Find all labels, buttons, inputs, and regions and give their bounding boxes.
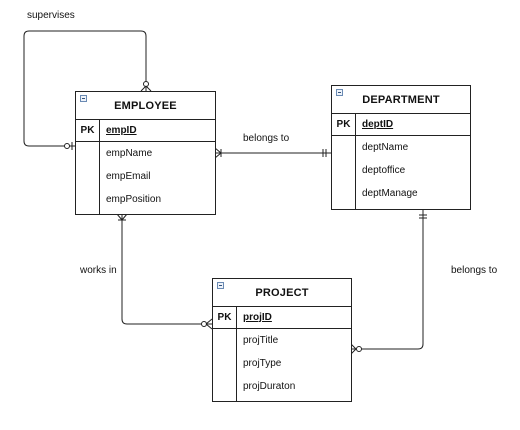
proj-dept-label: belongs to: [451, 265, 498, 276]
employee-title: EMPLOYEE: [114, 99, 177, 112]
project-header: PROJECT: [213, 279, 351, 307]
proj-dept-one-end: [419, 214, 427, 219]
pk-label: PK: [213, 306, 237, 328]
emp-dept-label: belongs to: [243, 133, 290, 144]
project-entity[interactable]: PROJECT PK projID projTitle projType pro…: [212, 278, 352, 402]
department-attribute: deptManage: [362, 188, 418, 199]
employee-entity[interactable]: EMPLOYEE PK empID empName empEmail empPo…: [75, 91, 216, 215]
project-pk-field: projID: [243, 311, 272, 323]
project-attribute: projType: [243, 358, 282, 369]
project-title: PROJECT: [255, 286, 309, 299]
department-pk-field: deptID: [362, 118, 394, 130]
emp-dept-one-end: [322, 149, 327, 157]
department-pk-row: PK deptID: [332, 113, 470, 136]
collapse-icon[interactable]: [217, 282, 224, 289]
proj-dept-many-end: [350, 343, 362, 355]
project-attribute: projTitle: [243, 335, 279, 346]
proj-dept-connector[interactable]: [351, 209, 424, 350]
department-header: DEPARTMENT: [332, 86, 470, 114]
department-entity[interactable]: DEPARTMENT PK deptID deptName deptoffice…: [331, 85, 471, 210]
employee-pk-field: empID: [106, 124, 137, 136]
employee-header: EMPLOYEE: [76, 92, 215, 120]
project-attribute: projDuraton: [243, 381, 296, 392]
employee-attribute: empPosition: [106, 194, 162, 205]
department-title: DEPARTMENT: [362, 93, 440, 106]
department-attribute: deptoffice: [362, 165, 406, 176]
department-key-column: [332, 136, 356, 209]
supervises-label: supervises: [27, 10, 75, 21]
project-key-column: [213, 329, 237, 401]
supervises-many-end: [140, 81, 152, 92]
emp-dept-many-end: [214, 147, 222, 159]
employee-attribute: empName: [106, 148, 153, 159]
emp-proj-label: works in: [80, 265, 117, 276]
department-attribute: deptName: [362, 142, 409, 153]
project-pk-row: PK projID: [213, 306, 351, 329]
pk-label: PK: [76, 119, 100, 141]
supervises-one-end: [64, 142, 73, 150]
collapse-icon[interactable]: [336, 89, 343, 96]
employee-attribute: empEmail: [106, 171, 151, 182]
collapse-icon[interactable]: [80, 95, 87, 102]
emp-proj-connector[interactable]: [121, 214, 212, 325]
pk-label: PK: [332, 113, 356, 135]
emp-proj-many-end-right: [201, 318, 213, 330]
employee-key-column: [76, 142, 100, 214]
emp-proj-many-end-top: [116, 213, 128, 221]
supervises-connector[interactable]: [23, 30, 147, 147]
employee-pk-row: PK empID: [76, 119, 215, 142]
